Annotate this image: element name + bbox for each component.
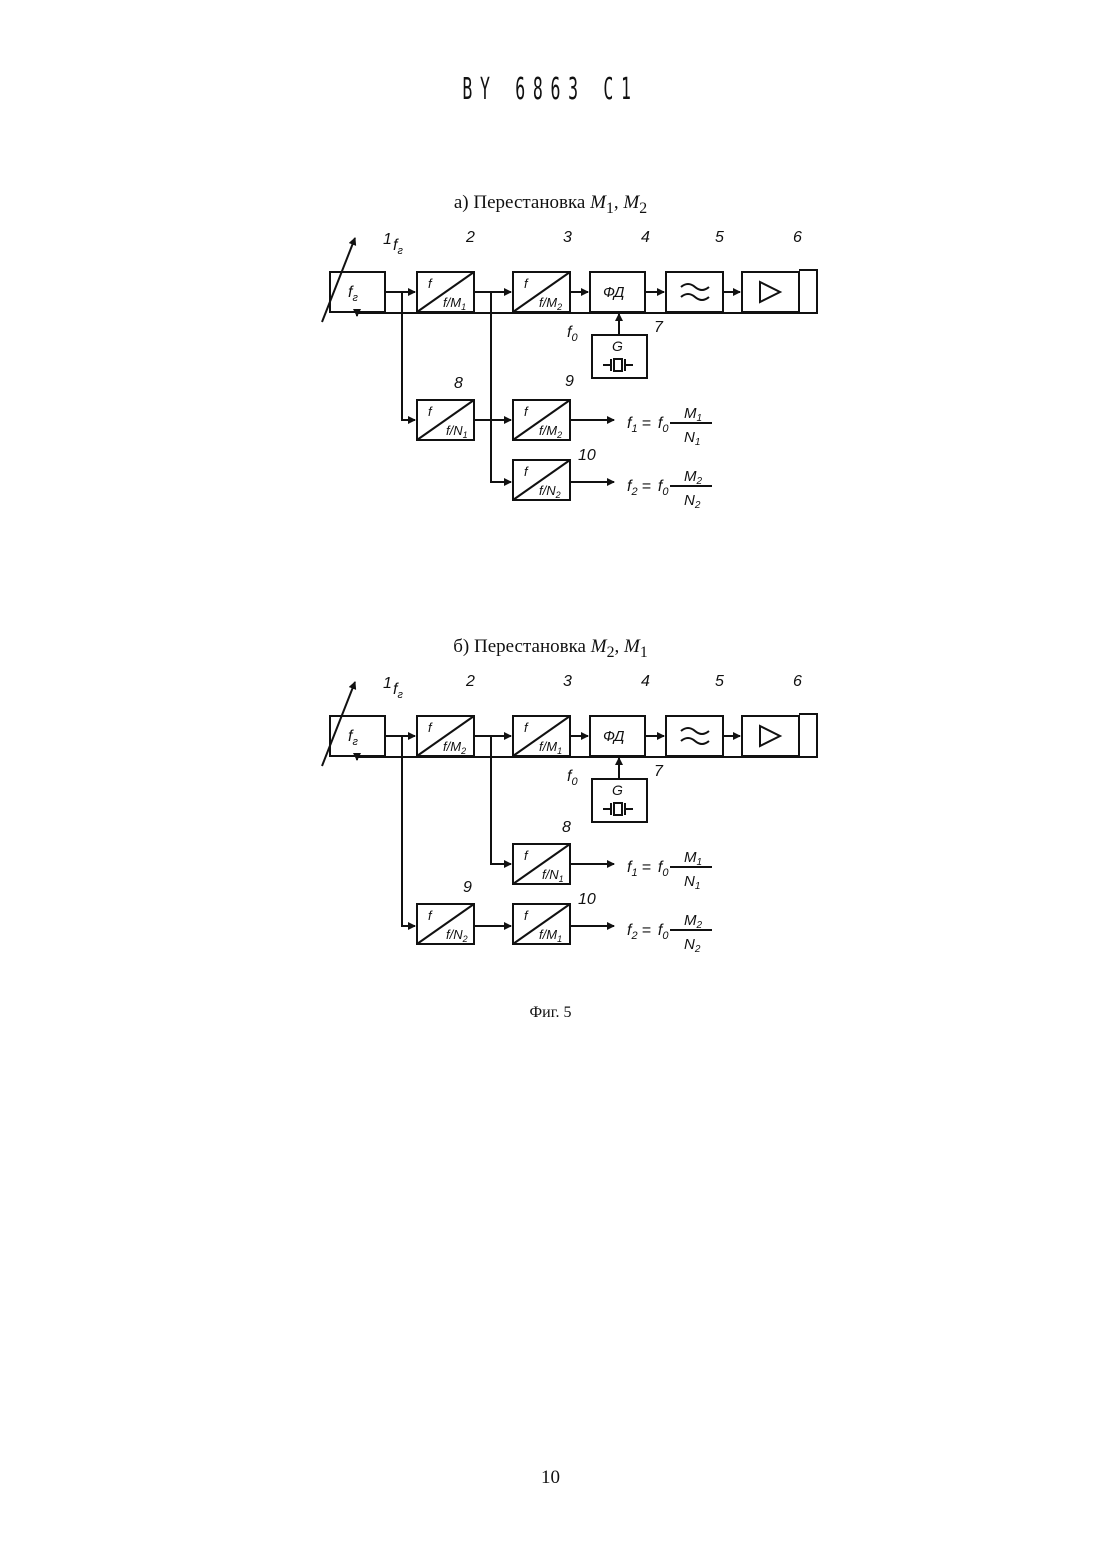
- caption-b: б) Перестановка M2, M1: [0, 636, 1101, 662]
- output-2-formula: f2=f0: [627, 478, 669, 498]
- num-6: 6: [793, 673, 802, 690]
- svg-text:f: f: [524, 848, 529, 863]
- svg-text:N2: N2: [684, 492, 701, 511]
- svg-text:N2: N2: [684, 936, 701, 955]
- block-diagram-a: fг fг 1 2 3 4 5 6 7 8 9 10 f f/M1 f f/M2…: [0, 220, 1101, 520]
- svg-text:f: f: [524, 404, 529, 419]
- svg-text:f/M1: f/M1: [443, 295, 466, 312]
- svg-text:f: f: [428, 720, 433, 735]
- num-3: 3: [563, 673, 572, 690]
- block-diagram-b: fг fг 1 2 3 4 5 6 7 8 9 10 f f/M2 f f/M1…: [0, 664, 1101, 964]
- svg-text:f/N1: f/N1: [542, 867, 564, 884]
- pd-label: ФД: [603, 284, 625, 301]
- svg-text:f/M1: f/M1: [539, 927, 562, 944]
- svg-text:f: f: [524, 276, 529, 291]
- svg-text:M1: M1: [684, 849, 702, 868]
- num-9: 9: [565, 373, 574, 390]
- num-10: 10: [578, 447, 596, 464]
- svg-text:f/N2: f/N2: [539, 483, 561, 500]
- crystal-icon: [603, 803, 633, 815]
- num-4: 4: [641, 229, 650, 246]
- num-8: 8: [562, 819, 571, 836]
- document-header: BY 6863 C1: [248, 72, 854, 107]
- caption-a: а) Перестановка M1, M2: [0, 192, 1101, 218]
- svg-text:f: f: [524, 908, 529, 923]
- figure-label: Фиг. 5: [0, 1004, 1101, 1022]
- output-2-formula: f2=f0: [627, 922, 669, 942]
- osc-label: G: [612, 338, 623, 354]
- output-1-formula: f1=f0: [627, 415, 669, 435]
- num-5: 5: [715, 229, 724, 246]
- svg-text:f/M2: f/M2: [443, 739, 466, 756]
- filter-icon: [681, 728, 709, 744]
- svg-text:M2: M2: [684, 468, 703, 487]
- num-7: 7: [654, 319, 664, 336]
- num-2: 2: [465, 673, 475, 690]
- filter-block: [666, 272, 723, 312]
- filter-block: [666, 716, 723, 756]
- fg-label: fг: [393, 681, 403, 701]
- svg-text:N1: N1: [684, 873, 700, 892]
- num-5: 5: [715, 673, 724, 690]
- svg-text:f: f: [428, 276, 433, 291]
- svg-text:f: f: [428, 404, 433, 419]
- svg-text:M1: M1: [684, 405, 702, 424]
- filter-icon: [681, 284, 709, 300]
- svg-text:f: f: [524, 720, 529, 735]
- pd-label: ФД: [603, 728, 625, 745]
- crystal-icon: [603, 359, 633, 371]
- num-3: 3: [563, 229, 572, 246]
- vco-label: fг: [348, 284, 358, 304]
- num-6: 6: [793, 229, 802, 246]
- tuning-arrow: [322, 238, 355, 322]
- amplifier-icon: [760, 726, 780, 746]
- svg-text:f: f: [428, 908, 433, 923]
- num-7: 7: [654, 763, 664, 780]
- num-10: 10: [578, 891, 596, 908]
- svg-text:f/M2: f/M2: [539, 295, 562, 312]
- fg-label: fг: [393, 237, 403, 257]
- svg-text:f: f: [524, 464, 529, 479]
- num-4: 4: [641, 673, 650, 690]
- num-1: 1: [383, 675, 392, 692]
- svg-text:M2: M2: [684, 912, 703, 931]
- tuning-arrow: [322, 682, 355, 766]
- f0-label: f0: [567, 324, 578, 344]
- osc-label: G: [612, 782, 623, 798]
- amplifier-block: [742, 716, 799, 756]
- svg-text:f/M2: f/M2: [539, 423, 562, 440]
- output-1-formula: f1=f0: [627, 859, 669, 879]
- num-9: 9: [463, 879, 472, 896]
- num-1: 1: [383, 231, 392, 248]
- svg-text:f/N1: f/N1: [446, 423, 468, 440]
- num-2: 2: [465, 229, 475, 246]
- svg-text:f/N2: f/N2: [446, 927, 468, 944]
- svg-text:f/M1: f/M1: [539, 739, 562, 756]
- amplifier-icon: [760, 282, 780, 302]
- amplifier-block: [742, 272, 799, 312]
- f0-label: f0: [567, 768, 578, 788]
- num-8: 8: [454, 375, 463, 392]
- svg-text:N1: N1: [684, 429, 700, 448]
- page-number: 10: [0, 1467, 1101, 1489]
- vco-label: fг: [348, 728, 358, 748]
